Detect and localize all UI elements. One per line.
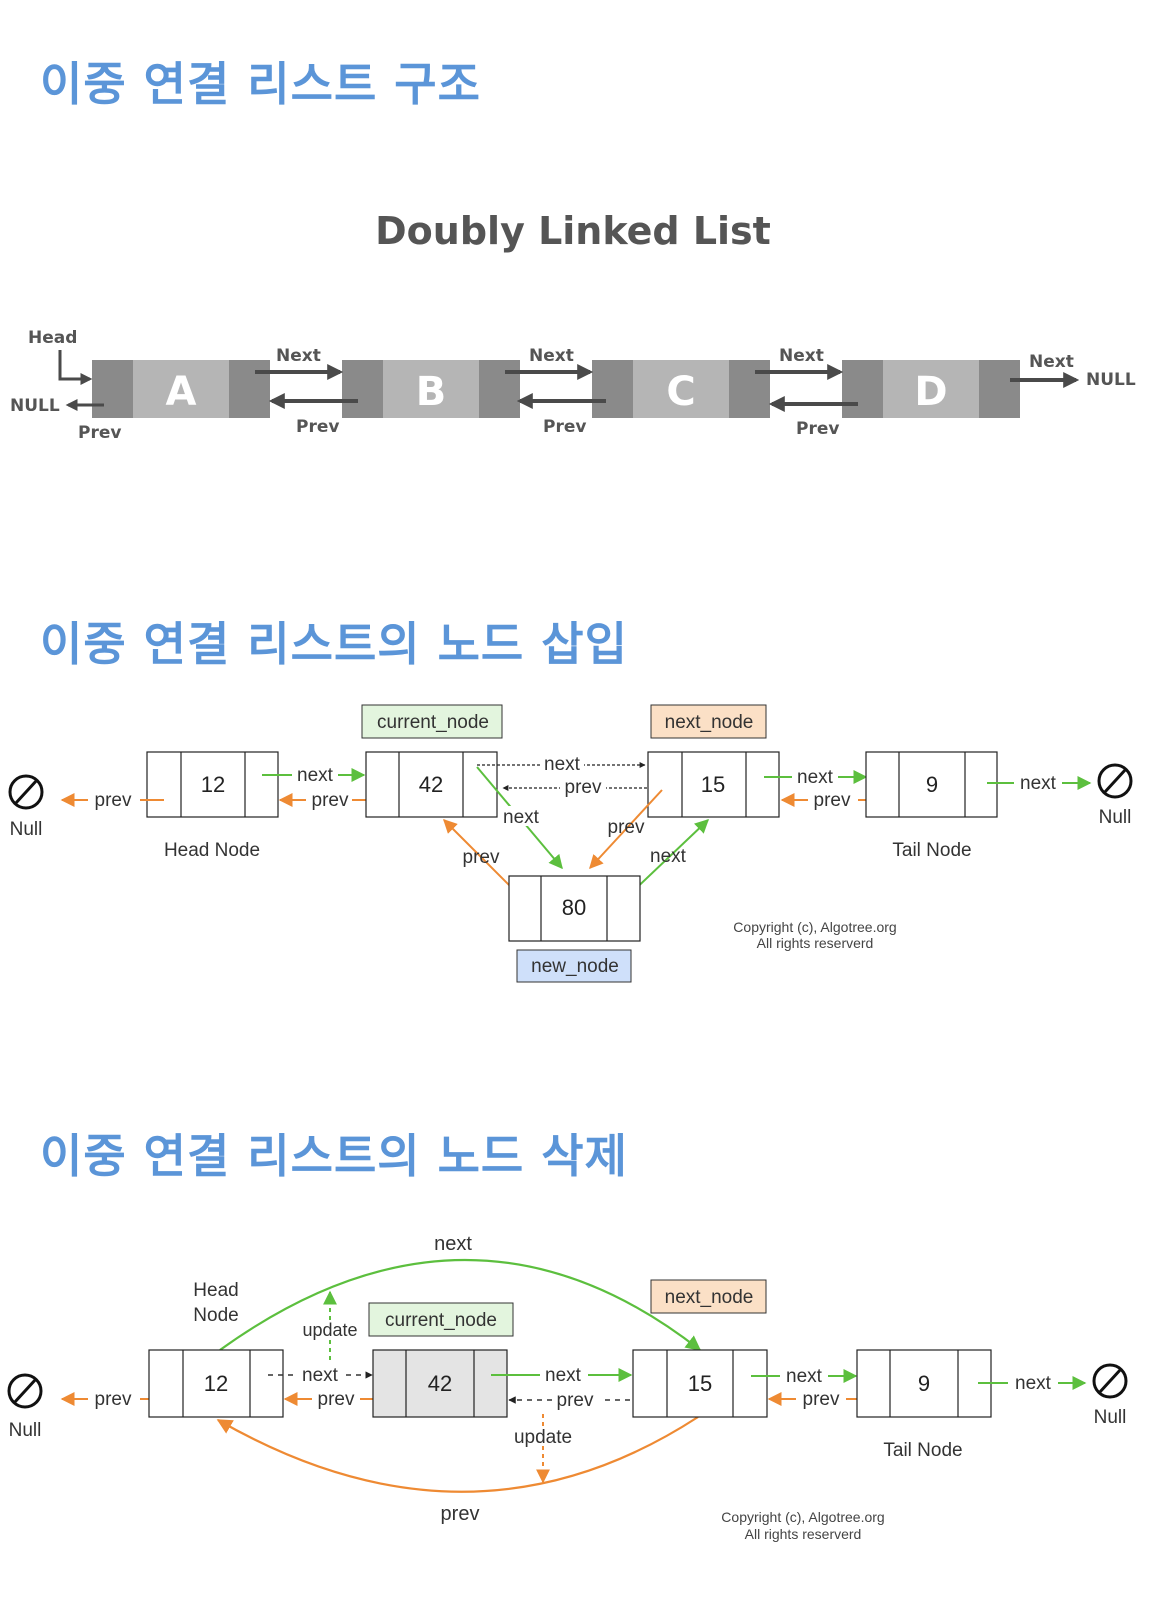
delete-copyright-2: All rights reserverd	[745, 1526, 862, 1542]
dll-null-right: NULL	[1086, 370, 1136, 390]
delete-tail-prev: prev	[803, 1389, 840, 1410]
delete-head-next: next	[302, 1365, 339, 1386]
insert-current-prev: prev	[312, 790, 349, 811]
insert-current-value: 42	[419, 772, 443, 797]
delete-current-next: next	[545, 1365, 582, 1386]
insert-current-next-new: next	[503, 807, 540, 828]
delete-head-node-label-2: Node	[193, 1305, 238, 1326]
dll-node-c-label: C	[666, 369, 695, 415]
dll-next-label-3: Next	[779, 346, 824, 366]
insert-head-next: next	[297, 765, 334, 786]
delete-current-tag: current_node	[385, 1310, 497, 1331]
heading-delete: 이중 연결 리스트의 노드 삭제	[40, 1129, 628, 1183]
insert-next-tag: next_node	[665, 712, 754, 733]
delete-current-value: 42	[428, 1371, 452, 1396]
insert-next-node: 15	[647, 751, 780, 818]
delete-next-prev: prev	[557, 1390, 594, 1411]
heading-insert: 이중 연결 리스트의 노드 삽입	[40, 617, 628, 671]
insert-null-left-icon	[8, 774, 44, 810]
delete-head-node-label-1: Head	[193, 1280, 238, 1301]
delete-null-right-icon	[1092, 1363, 1128, 1399]
delete-update-prev: update	[514, 1427, 572, 1448]
dll-prev-label-1: Prev	[296, 417, 339, 437]
dll-head-label: Head	[28, 328, 77, 348]
delete-current-prev: prev	[318, 1389, 355, 1410]
dll-node-d: D	[842, 360, 1020, 418]
insert-null-right: Null	[1099, 807, 1132, 828]
heading-structure: 이중 연결 리스트 구조	[40, 57, 481, 111]
insert-head-prev: prev	[95, 790, 132, 811]
insert-diagram: Null 12 Head Node prev next prev current…	[8, 704, 1133, 983]
delete-update-next: update	[302, 1320, 357, 1340]
dll-prev-label-0: Prev	[78, 423, 121, 443]
insert-new-tag: new_node	[531, 956, 619, 977]
dll-title: Doubly Linked List	[375, 209, 771, 253]
delete-bypass-prev: prev	[441, 1503, 480, 1525]
insert-head-node: 12	[146, 751, 279, 818]
dll-next-label-1: Next	[276, 346, 321, 366]
delete-next-next: next	[786, 1366, 823, 1387]
delete-diagram: next prev Null prev Head Node 12 update …	[7, 1233, 1128, 1542]
dll-next-label-4: Next	[1029, 352, 1074, 372]
delete-head-prev: prev	[95, 1389, 132, 1410]
delete-head-node: 12	[148, 1349, 284, 1418]
dll-null-left: NULL	[10, 396, 60, 416]
insert-old-prev: prev	[565, 777, 602, 798]
insert-tail-prev: prev	[814, 790, 851, 811]
insert-tail-value: 9	[926, 772, 938, 797]
delete-copyright-1: Copyright (c), Algotree.org	[721, 1509, 884, 1525]
delete-bypass-next: next	[434, 1233, 472, 1255]
insert-next-value: 15	[701, 772, 725, 797]
insert-old-next: next	[544, 754, 581, 775]
insert-copyright-2: All rights reserverd	[757, 935, 874, 951]
delete-tail-node-label: Tail Node	[883, 1440, 962, 1461]
insert-new-prev: prev	[463, 847, 500, 868]
insert-null-right-icon	[1097, 763, 1133, 799]
insert-new-value: 80	[562, 895, 586, 920]
dll-node-a-label: A	[166, 369, 197, 415]
insert-next-prev-new: prev	[608, 817, 645, 838]
dll-node-b-label: B	[416, 369, 447, 415]
dll-node-d-label: D	[914, 369, 947, 415]
delete-null-right: Null	[1094, 1407, 1127, 1428]
dll-next-label-2: Next	[529, 346, 574, 366]
delete-next-tag: next_node	[665, 1287, 754, 1308]
insert-tail-next: next	[1020, 773, 1057, 794]
delete-tail-node: 9	[856, 1349, 992, 1418]
delete-tail-value: 9	[918, 1371, 930, 1396]
dll-node-c: C	[592, 360, 770, 418]
insert-current-tag: current_node	[377, 712, 489, 733]
delete-tail-next: next	[1015, 1373, 1052, 1394]
dll-prev-label-2: Prev	[543, 417, 586, 437]
insert-new-next: next	[650, 846, 687, 867]
insert-tail-node: 9	[865, 751, 998, 818]
insert-head-value: 12	[201, 772, 225, 797]
insert-null-left: Null	[10, 819, 43, 840]
delete-head-value: 12	[204, 1371, 228, 1396]
delete-current-node: 42	[372, 1349, 508, 1418]
insert-new-node: 80	[508, 875, 641, 942]
delete-next-value: 15	[688, 1371, 712, 1396]
delete-null-left: Null	[9, 1420, 42, 1441]
dll-prev-label-3: Prev	[796, 419, 839, 439]
dll-node-a: A	[92, 360, 270, 418]
insert-copyright-1: Copyright (c), Algotree.org	[733, 919, 896, 935]
dll-node-b: B	[342, 360, 520, 418]
structure-diagram: Doubly Linked List A B C D Head	[10, 209, 1136, 443]
insert-current-node: 42	[365, 751, 498, 818]
insert-next-next: next	[797, 767, 834, 788]
delete-null-left-icon	[7, 1373, 43, 1409]
delete-next-node: 15	[632, 1349, 768, 1418]
insert-tail-node-label: Tail Node	[892, 840, 971, 861]
insert-head-node-label: Head Node	[164, 840, 260, 861]
